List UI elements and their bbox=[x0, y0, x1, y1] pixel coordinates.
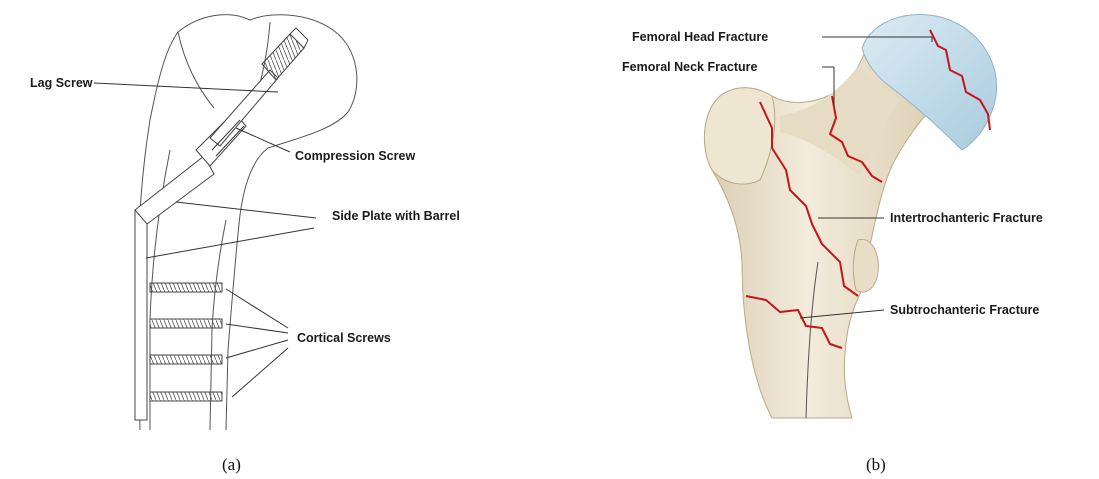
lag-screw bbox=[210, 28, 308, 146]
label-cortical-screws: Cortical Screws bbox=[297, 331, 391, 345]
greater-trochanter bbox=[704, 88, 774, 184]
panel-a: Lag Screw Compression Screw Side Plate w… bbox=[30, 15, 460, 474]
panel-b: Femoral Head Fracture Femoral Neck Fract… bbox=[622, 15, 1043, 474]
caption-b: (b) bbox=[866, 455, 886, 474]
cortical-screw bbox=[150, 355, 222, 364]
lesser-trochanter bbox=[853, 239, 878, 292]
caption-a: (a) bbox=[222, 455, 241, 474]
label-subtrochanteric-fracture: Subtrochanteric Fracture bbox=[890, 303, 1039, 317]
label-femoral-neck-fracture: Femoral Neck Fracture bbox=[622, 60, 758, 74]
cortical-screw bbox=[150, 392, 222, 401]
cortical-screw bbox=[150, 283, 222, 292]
label-side-plate-with-barrel: Side Plate with Barrel bbox=[332, 209, 460, 223]
side-plate-with-barrel bbox=[135, 112, 246, 420]
cortical-screw bbox=[150, 319, 222, 328]
label-intertrochanteric-fracture: Intertrochanteric Fracture bbox=[890, 211, 1043, 225]
femur-outline-a bbox=[138, 15, 357, 430]
label-lag-screw: Lag Screw bbox=[30, 76, 93, 90]
label-compression-screw: Compression Screw bbox=[295, 149, 415, 163]
label-femoral-head-fracture: Femoral Head Fracture bbox=[632, 30, 768, 44]
leader-lines-a bbox=[94, 83, 316, 397]
